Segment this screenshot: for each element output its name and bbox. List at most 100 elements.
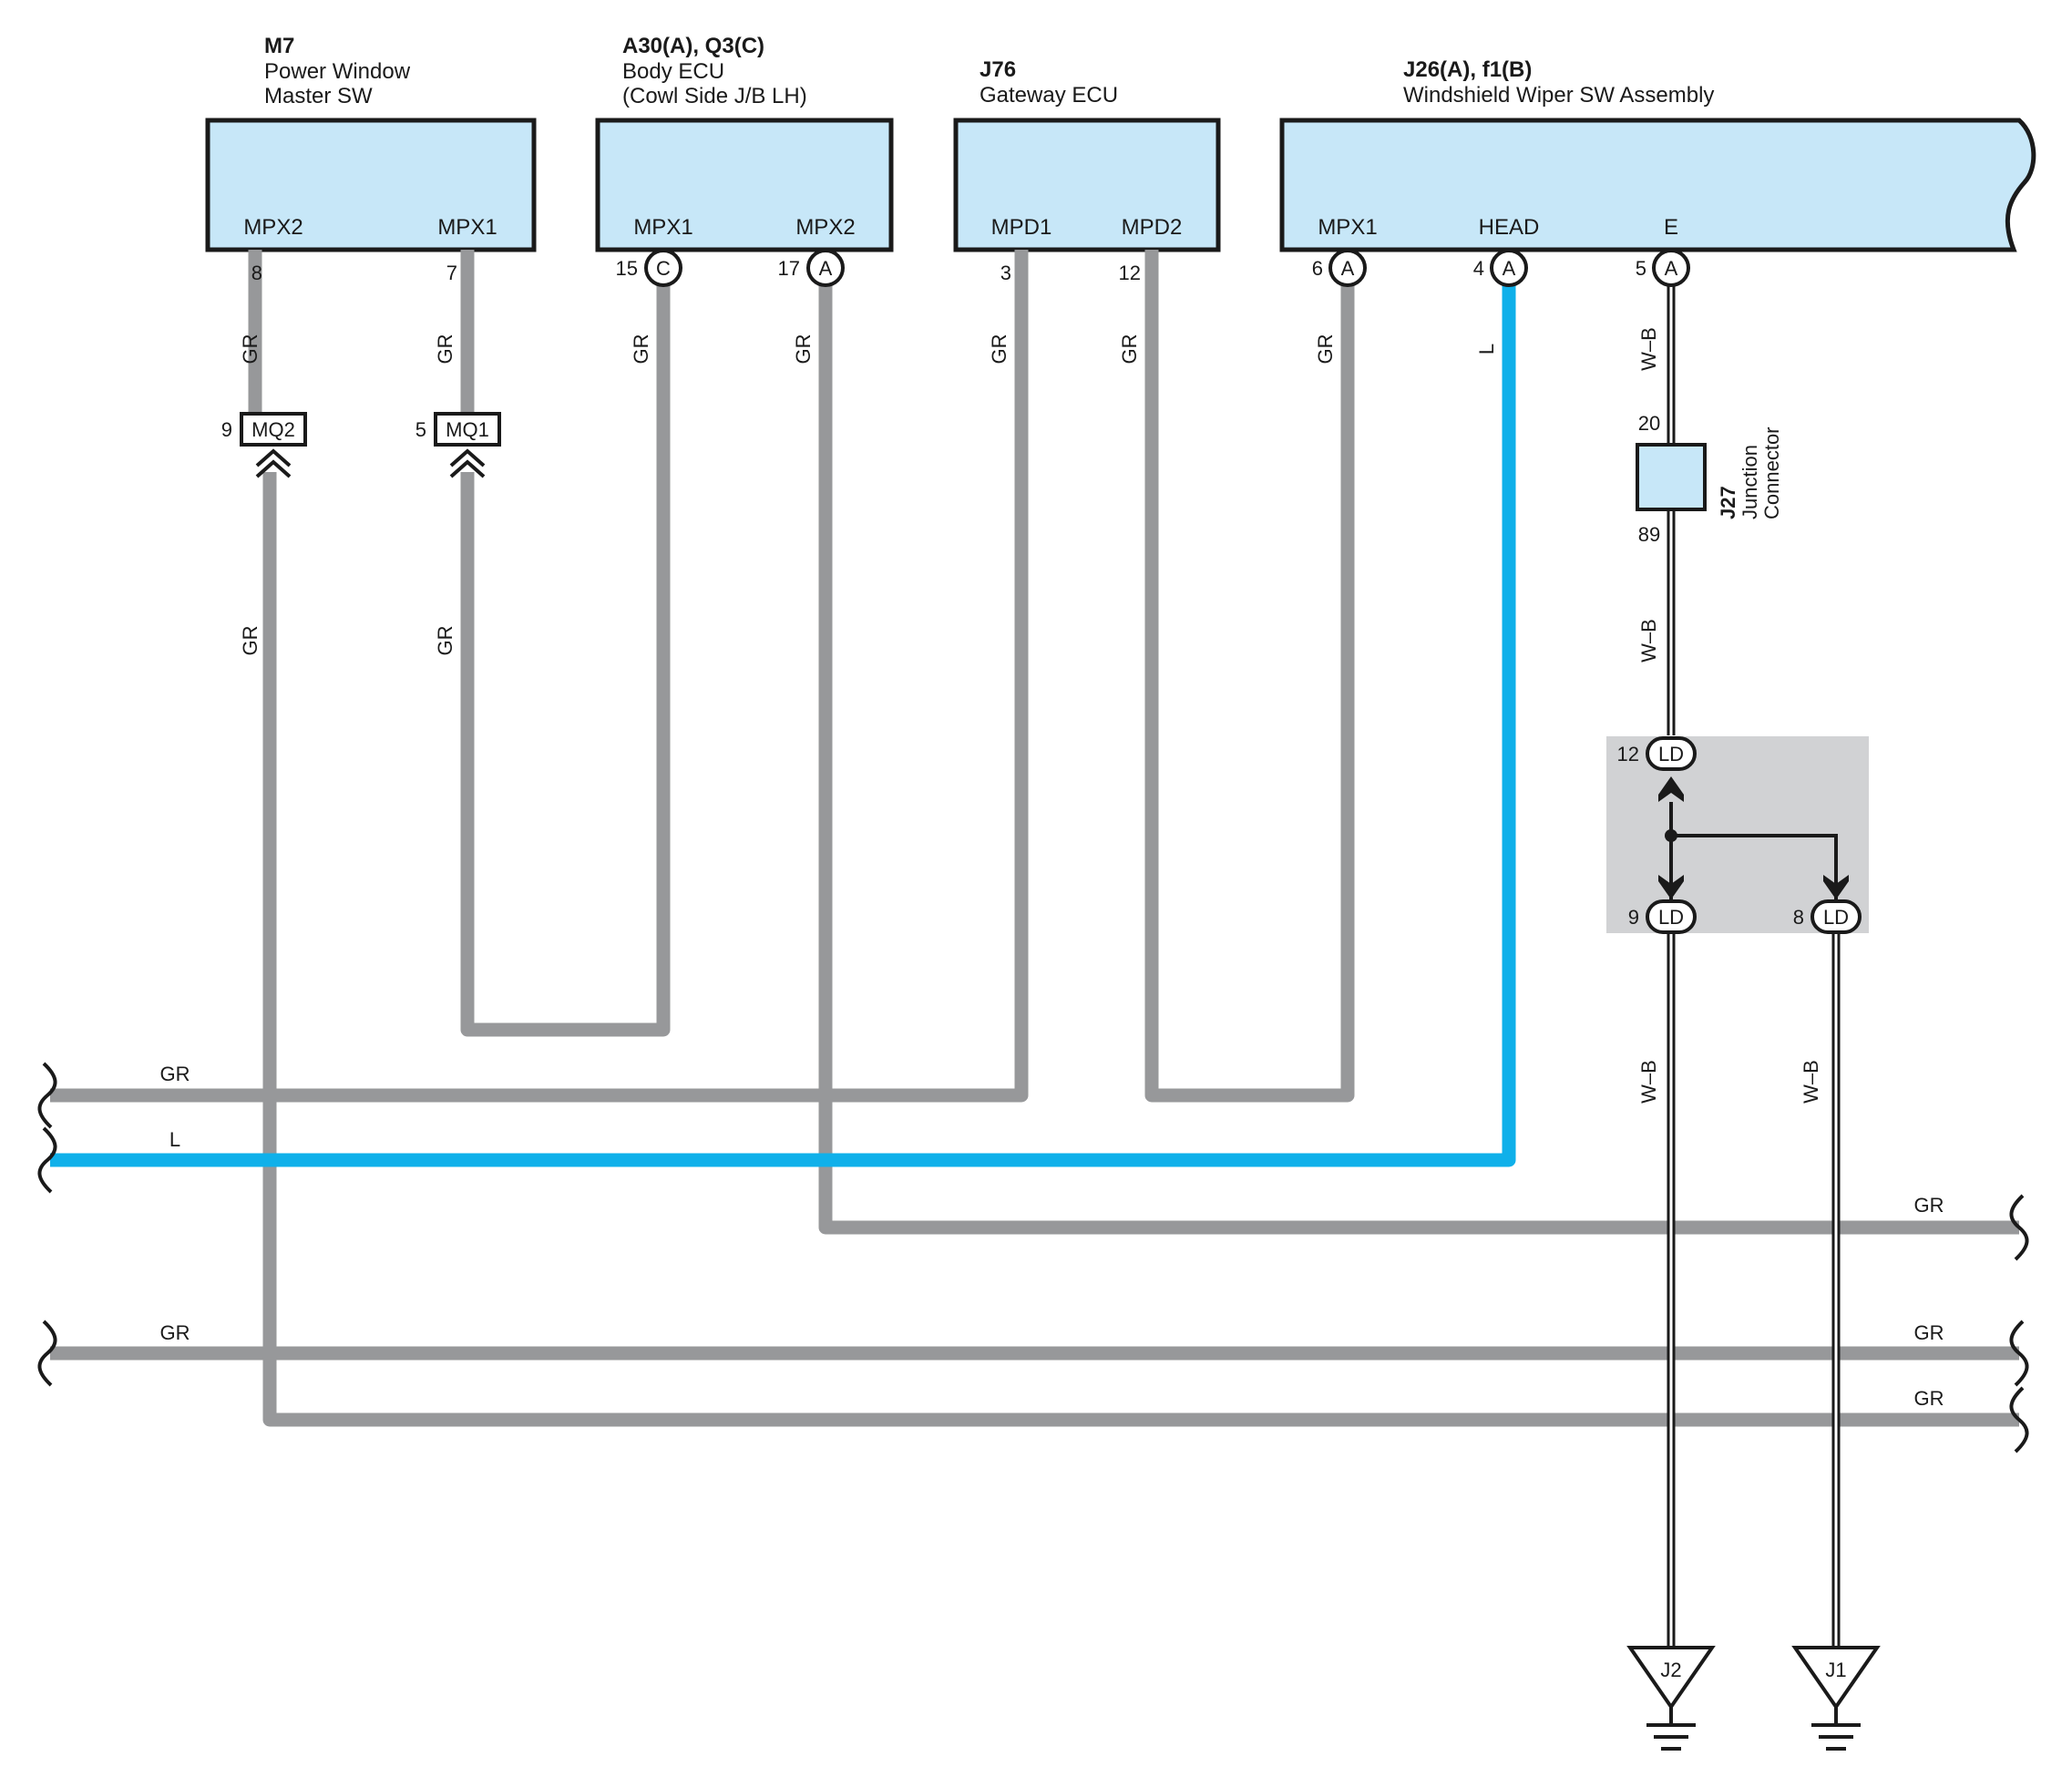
connector-j27: 20 89 J27 Junction Connector bbox=[1636, 412, 1783, 546]
j27-code: J27 bbox=[1717, 486, 1739, 519]
mq1-label: MQ1 bbox=[446, 418, 489, 441]
j26-box bbox=[1279, 118, 2036, 252]
terminal-j26-e bbox=[1652, 249, 1690, 287]
ld-arrow-down-right-icon bbox=[1823, 875, 1849, 899]
pin-8: 8 bbox=[251, 262, 262, 284]
connector-mq1: MQ1 5 bbox=[415, 412, 501, 478]
m7-name-2: Master SW bbox=[264, 84, 373, 108]
label-gr-h1: GR bbox=[160, 1063, 190, 1085]
j26-pin-mpx1: MPX1 bbox=[1318, 215, 1377, 240]
terminal-a30-mpx2 bbox=[806, 249, 845, 287]
j27-box bbox=[1636, 443, 1707, 511]
mq1-pin: 5 bbox=[415, 418, 426, 441]
j26-e-conn: A bbox=[1665, 257, 1678, 280]
label-gr-h2: GR bbox=[160, 1321, 190, 1344]
label-wb-v3: W–B bbox=[1637, 1060, 1660, 1104]
mq1-chevron-icon bbox=[449, 448, 486, 478]
component-j76-gateway-ecu: J76 Gateway ECU MPD1 MPD2 bbox=[953, 57, 1221, 252]
pin-15: 15 bbox=[616, 257, 638, 280]
label-l-v: L bbox=[1475, 344, 1498, 354]
ld-label-left: LD bbox=[1658, 906, 1684, 929]
a30-box bbox=[595, 118, 894, 252]
ground-j2-label: J2 bbox=[1660, 1659, 1681, 1681]
j26-head-conn: A bbox=[1503, 257, 1516, 280]
j27-name-2: Connector bbox=[1760, 426, 1783, 519]
label-wb-v1: W–B bbox=[1637, 327, 1660, 371]
j27-name-1: Junction bbox=[1739, 445, 1761, 519]
label-gr-v2: GR bbox=[434, 334, 456, 365]
wire-mq1-a30-mpx1 bbox=[460, 268, 671, 1037]
pin-6: 6 bbox=[1312, 257, 1323, 280]
m7-box bbox=[205, 118, 537, 252]
j26-mpx1-conn: A bbox=[1341, 257, 1355, 280]
wb-wires bbox=[1667, 268, 1841, 1648]
label-gr-v1: GR bbox=[239, 334, 262, 365]
j26-pin-head: HEAD bbox=[1479, 215, 1540, 240]
label-gr-v3: GR bbox=[630, 334, 652, 365]
break-right-1 bbox=[2009, 1194, 2029, 1261]
wire-color-labels: GR GR GR GR GR GR GR L W–B GR GR W–B W–B… bbox=[160, 327, 1944, 1410]
pin-4: 4 bbox=[1473, 257, 1484, 280]
ground-j1-triangle-icon bbox=[1791, 1646, 1881, 1710]
label-wb-v2: W–B bbox=[1637, 619, 1660, 663]
ld-arrow-down-left-icon bbox=[1658, 875, 1684, 899]
label-gr-v4: GR bbox=[792, 334, 815, 365]
ground-j2-triangle-icon bbox=[1626, 1646, 1716, 1710]
j76-code: J76 bbox=[980, 57, 1016, 82]
wire-j76-mpd2-j26 bbox=[1144, 250, 1355, 1103]
label-gr-v9: GR bbox=[434, 626, 456, 656]
ld-pill-left bbox=[1646, 899, 1697, 934]
junction-ld: LD 12 LD 9 LD 8 bbox=[1617, 736, 1862, 934]
component-j26-wiper-sw: J26(A), f1(B) Windshield Wiper SW Assemb… bbox=[1279, 57, 2036, 252]
j76-name: Gateway ECU bbox=[980, 83, 1118, 108]
terminal-j26-mpx1 bbox=[1328, 249, 1367, 287]
ld-pin-right: 8 bbox=[1793, 906, 1804, 929]
j26-code: J26(A), f1(B) bbox=[1403, 57, 1532, 82]
ground-j1-label: J1 bbox=[1825, 1659, 1846, 1681]
wire-a30-mpx2 bbox=[818, 268, 2019, 1235]
pin-5: 5 bbox=[1636, 257, 1646, 280]
wire-mq2-bus bbox=[262, 472, 2019, 1427]
ground-j2: J2 bbox=[1626, 1646, 1716, 1751]
a30-pin-mpx1: MPX1 bbox=[633, 215, 692, 240]
gr-wires bbox=[50, 250, 2019, 1427]
j26-name: Windshield Wiper SW Assembly bbox=[1403, 83, 1714, 108]
a30-name-1: Body ECU bbox=[622, 59, 724, 84]
pin-7: 7 bbox=[446, 262, 457, 284]
m7-name-1: Power Window bbox=[264, 59, 411, 84]
ground-j1: J1 bbox=[1791, 1646, 1881, 1751]
break-left-1 bbox=[37, 1062, 57, 1129]
terminal-j26-head bbox=[1490, 249, 1528, 287]
label-gr-h5: GR bbox=[1914, 1387, 1944, 1410]
ld-pin-top: 12 bbox=[1617, 743, 1639, 765]
m7-pin-mpx2: MPX2 bbox=[243, 215, 303, 240]
m7-code: M7 bbox=[264, 34, 294, 58]
break-left-3 bbox=[37, 1320, 57, 1387]
label-l-h: L bbox=[169, 1128, 180, 1151]
wire-j76-mpd1 bbox=[50, 250, 1029, 1103]
mq2-box bbox=[240, 412, 307, 447]
label-gr-v5: GR bbox=[988, 334, 1010, 365]
break-right-3 bbox=[2009, 1386, 2029, 1453]
component-a30-body-ecu: A30(A), Q3(C) Body ECU (Cowl Side J/B LH… bbox=[595, 34, 894, 252]
ld-pin-left: 9 bbox=[1628, 906, 1639, 929]
a30-mpx1-conn: C bbox=[656, 257, 671, 280]
wire-l-head bbox=[50, 268, 1516, 1167]
mq2-chevron-icon bbox=[255, 448, 292, 478]
j26-pin-e: E bbox=[1664, 215, 1678, 240]
terminal-a30-mpx1 bbox=[644, 249, 682, 287]
j76-pin-mpd2: MPD2 bbox=[1122, 215, 1183, 240]
a30-mpx2-conn: A bbox=[819, 257, 833, 280]
mq2-label: MQ2 bbox=[251, 418, 295, 441]
label-gr-v8: GR bbox=[239, 626, 262, 656]
a30-pin-mpx2: MPX2 bbox=[795, 215, 855, 240]
j27-pin-top: 20 bbox=[1638, 412, 1660, 435]
ld-label-right: LD bbox=[1823, 906, 1849, 929]
component-m7: M7 Power Window Master SW MPX2 MPX1 bbox=[205, 34, 537, 252]
label-gr-h3: GR bbox=[1914, 1194, 1944, 1217]
pin-3: 3 bbox=[1000, 262, 1011, 284]
break-right-2 bbox=[2009, 1320, 2029, 1387]
mq2-pin: 9 bbox=[221, 418, 232, 441]
j76-pin-mpd1: MPD1 bbox=[991, 215, 1052, 240]
